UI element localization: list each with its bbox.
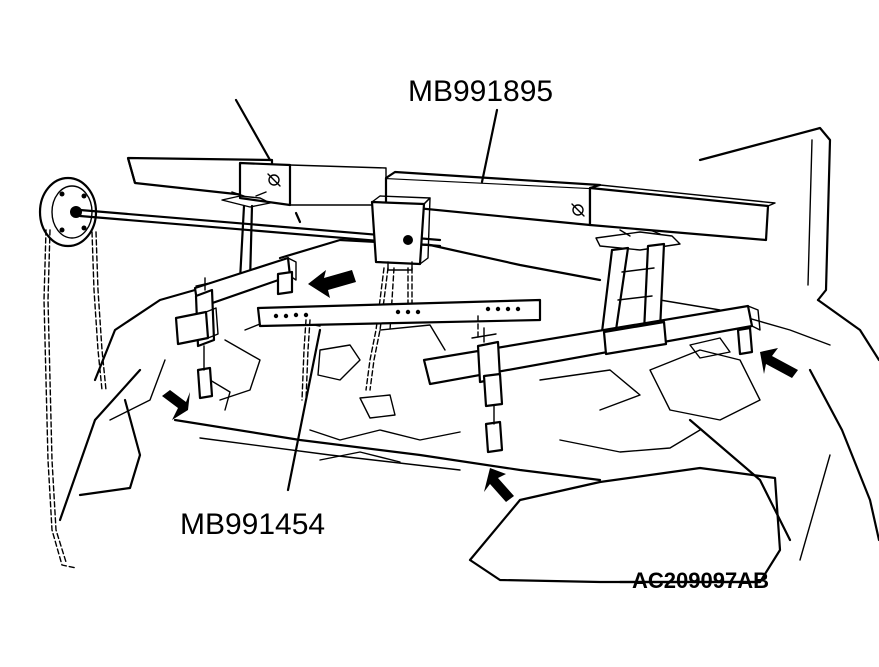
crossbar-holes (273, 306, 521, 319)
tool-label-bottom: MB991454 (180, 508, 325, 541)
arrow-icon (308, 270, 356, 298)
figure-id-label: AC209097AB (632, 568, 769, 593)
lower-crossbar (256, 298, 542, 401)
arrow-icon (484, 468, 514, 502)
vehicle-body (58, 126, 879, 584)
arrow-icon (760, 348, 798, 378)
main-support-beam (126, 156, 776, 242)
left-support-leg (174, 191, 297, 400)
indicator-arrows (162, 270, 798, 502)
pulley-chain (43, 229, 107, 569)
center-hanger (370, 195, 431, 271)
leader-lines (234, 98, 762, 584)
arrow-icon (162, 390, 190, 420)
pulley-wheel (38, 176, 98, 248)
right-lower-bar (422, 304, 761, 454)
tool-label-top: MB991895 (408, 75, 553, 108)
right-support-leg (595, 229, 681, 334)
